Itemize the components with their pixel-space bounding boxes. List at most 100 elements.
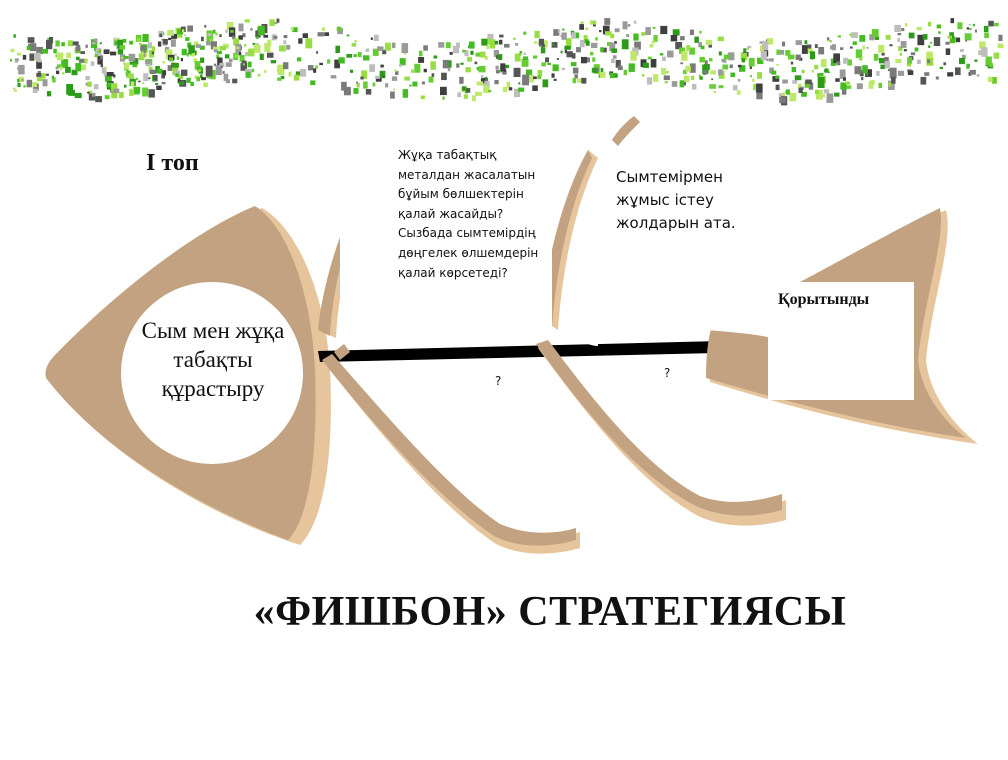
flower-petal (266, 52, 274, 58)
flower-petal (391, 76, 398, 81)
flower-petal (22, 54, 27, 60)
leaf (949, 32, 954, 39)
leaf (849, 33, 852, 37)
flower-petal (499, 34, 504, 38)
leaf (10, 59, 13, 62)
flower-petal (917, 34, 925, 46)
leaf (203, 82, 208, 88)
leaf (190, 50, 197, 56)
leaf (399, 58, 406, 66)
leaf (251, 68, 255, 73)
flower-petal (728, 52, 735, 61)
flower-petal (72, 41, 79, 46)
leaf (288, 71, 292, 77)
flower-petal (617, 65, 623, 71)
flower-petal (807, 44, 812, 49)
leaf (172, 65, 179, 75)
flower-petal (571, 32, 576, 39)
flower-petal (494, 80, 499, 85)
leaf (862, 45, 866, 50)
leaf (129, 89, 134, 96)
leaf (486, 45, 489, 49)
flower-petal (238, 35, 243, 40)
leaf (740, 52, 748, 61)
leaf (798, 83, 802, 89)
flower-petal (207, 33, 212, 37)
leaf (664, 81, 668, 84)
leaf (212, 46, 219, 51)
leaf (485, 76, 488, 80)
leaf (104, 66, 107, 70)
flower-petal (557, 29, 561, 34)
leaf (583, 35, 588, 40)
flower-petal (85, 44, 88, 48)
flower-petal (978, 50, 982, 56)
leaf (898, 46, 903, 51)
leaf (467, 56, 473, 62)
leaf (525, 69, 533, 76)
flower-petal (840, 47, 844, 50)
flower-petal (869, 34, 875, 41)
leaf (847, 59, 852, 66)
leaf (234, 54, 239, 58)
leaf (749, 75, 752, 78)
leaf (363, 55, 370, 61)
leaf (590, 20, 597, 25)
flower-petal (711, 78, 714, 80)
leaf (133, 86, 141, 94)
leaf (528, 74, 535, 83)
leaf (494, 40, 499, 45)
leaf (462, 49, 466, 53)
flower-petal (602, 47, 607, 53)
flower-petal (343, 86, 351, 96)
leaf (181, 48, 187, 56)
leaf (351, 43, 357, 47)
flower-petal (356, 81, 359, 85)
flower-petal (576, 47, 581, 53)
flower-petal (149, 69, 157, 74)
leaf (612, 73, 618, 78)
flower-petal (423, 68, 427, 73)
leaf (914, 47, 919, 52)
leaf (40, 73, 46, 79)
leaf (394, 69, 397, 72)
flower-petal (889, 67, 897, 79)
leaf (197, 69, 201, 73)
flower-petal (920, 76, 927, 85)
leaf (142, 87, 149, 97)
leaf (124, 62, 130, 70)
leaf (476, 67, 480, 71)
flower-petal (90, 61, 95, 66)
leaf (209, 69, 216, 80)
leaf (930, 41, 933, 44)
leaf (679, 80, 685, 88)
leaf (585, 27, 589, 31)
flower-petal (615, 59, 621, 68)
flower-petal (599, 30, 602, 33)
leaf (99, 42, 102, 45)
fish-spine (318, 340, 762, 362)
flower-petal (245, 52, 249, 56)
leaf (257, 74, 261, 77)
leaf (213, 29, 216, 34)
flower-petal (634, 41, 641, 50)
leaf (521, 58, 529, 67)
flower-petal (622, 21, 628, 30)
leaf (642, 62, 649, 68)
flower-petal (464, 50, 469, 57)
leaf (404, 76, 410, 81)
leaf (175, 73, 179, 77)
leaf (837, 35, 841, 38)
flower-petal (596, 68, 599, 72)
flower-petal (721, 58, 726, 63)
flower-petal (80, 51, 85, 54)
leaf (653, 74, 659, 82)
flower-petal (201, 77, 206, 81)
question-mark-1: ? (495, 374, 502, 388)
leaf (59, 66, 63, 71)
flower-petal (438, 42, 445, 48)
flower-petal (242, 33, 246, 38)
leaf (552, 64, 559, 72)
flower-petal (27, 37, 35, 43)
fish-head (45, 206, 331, 545)
